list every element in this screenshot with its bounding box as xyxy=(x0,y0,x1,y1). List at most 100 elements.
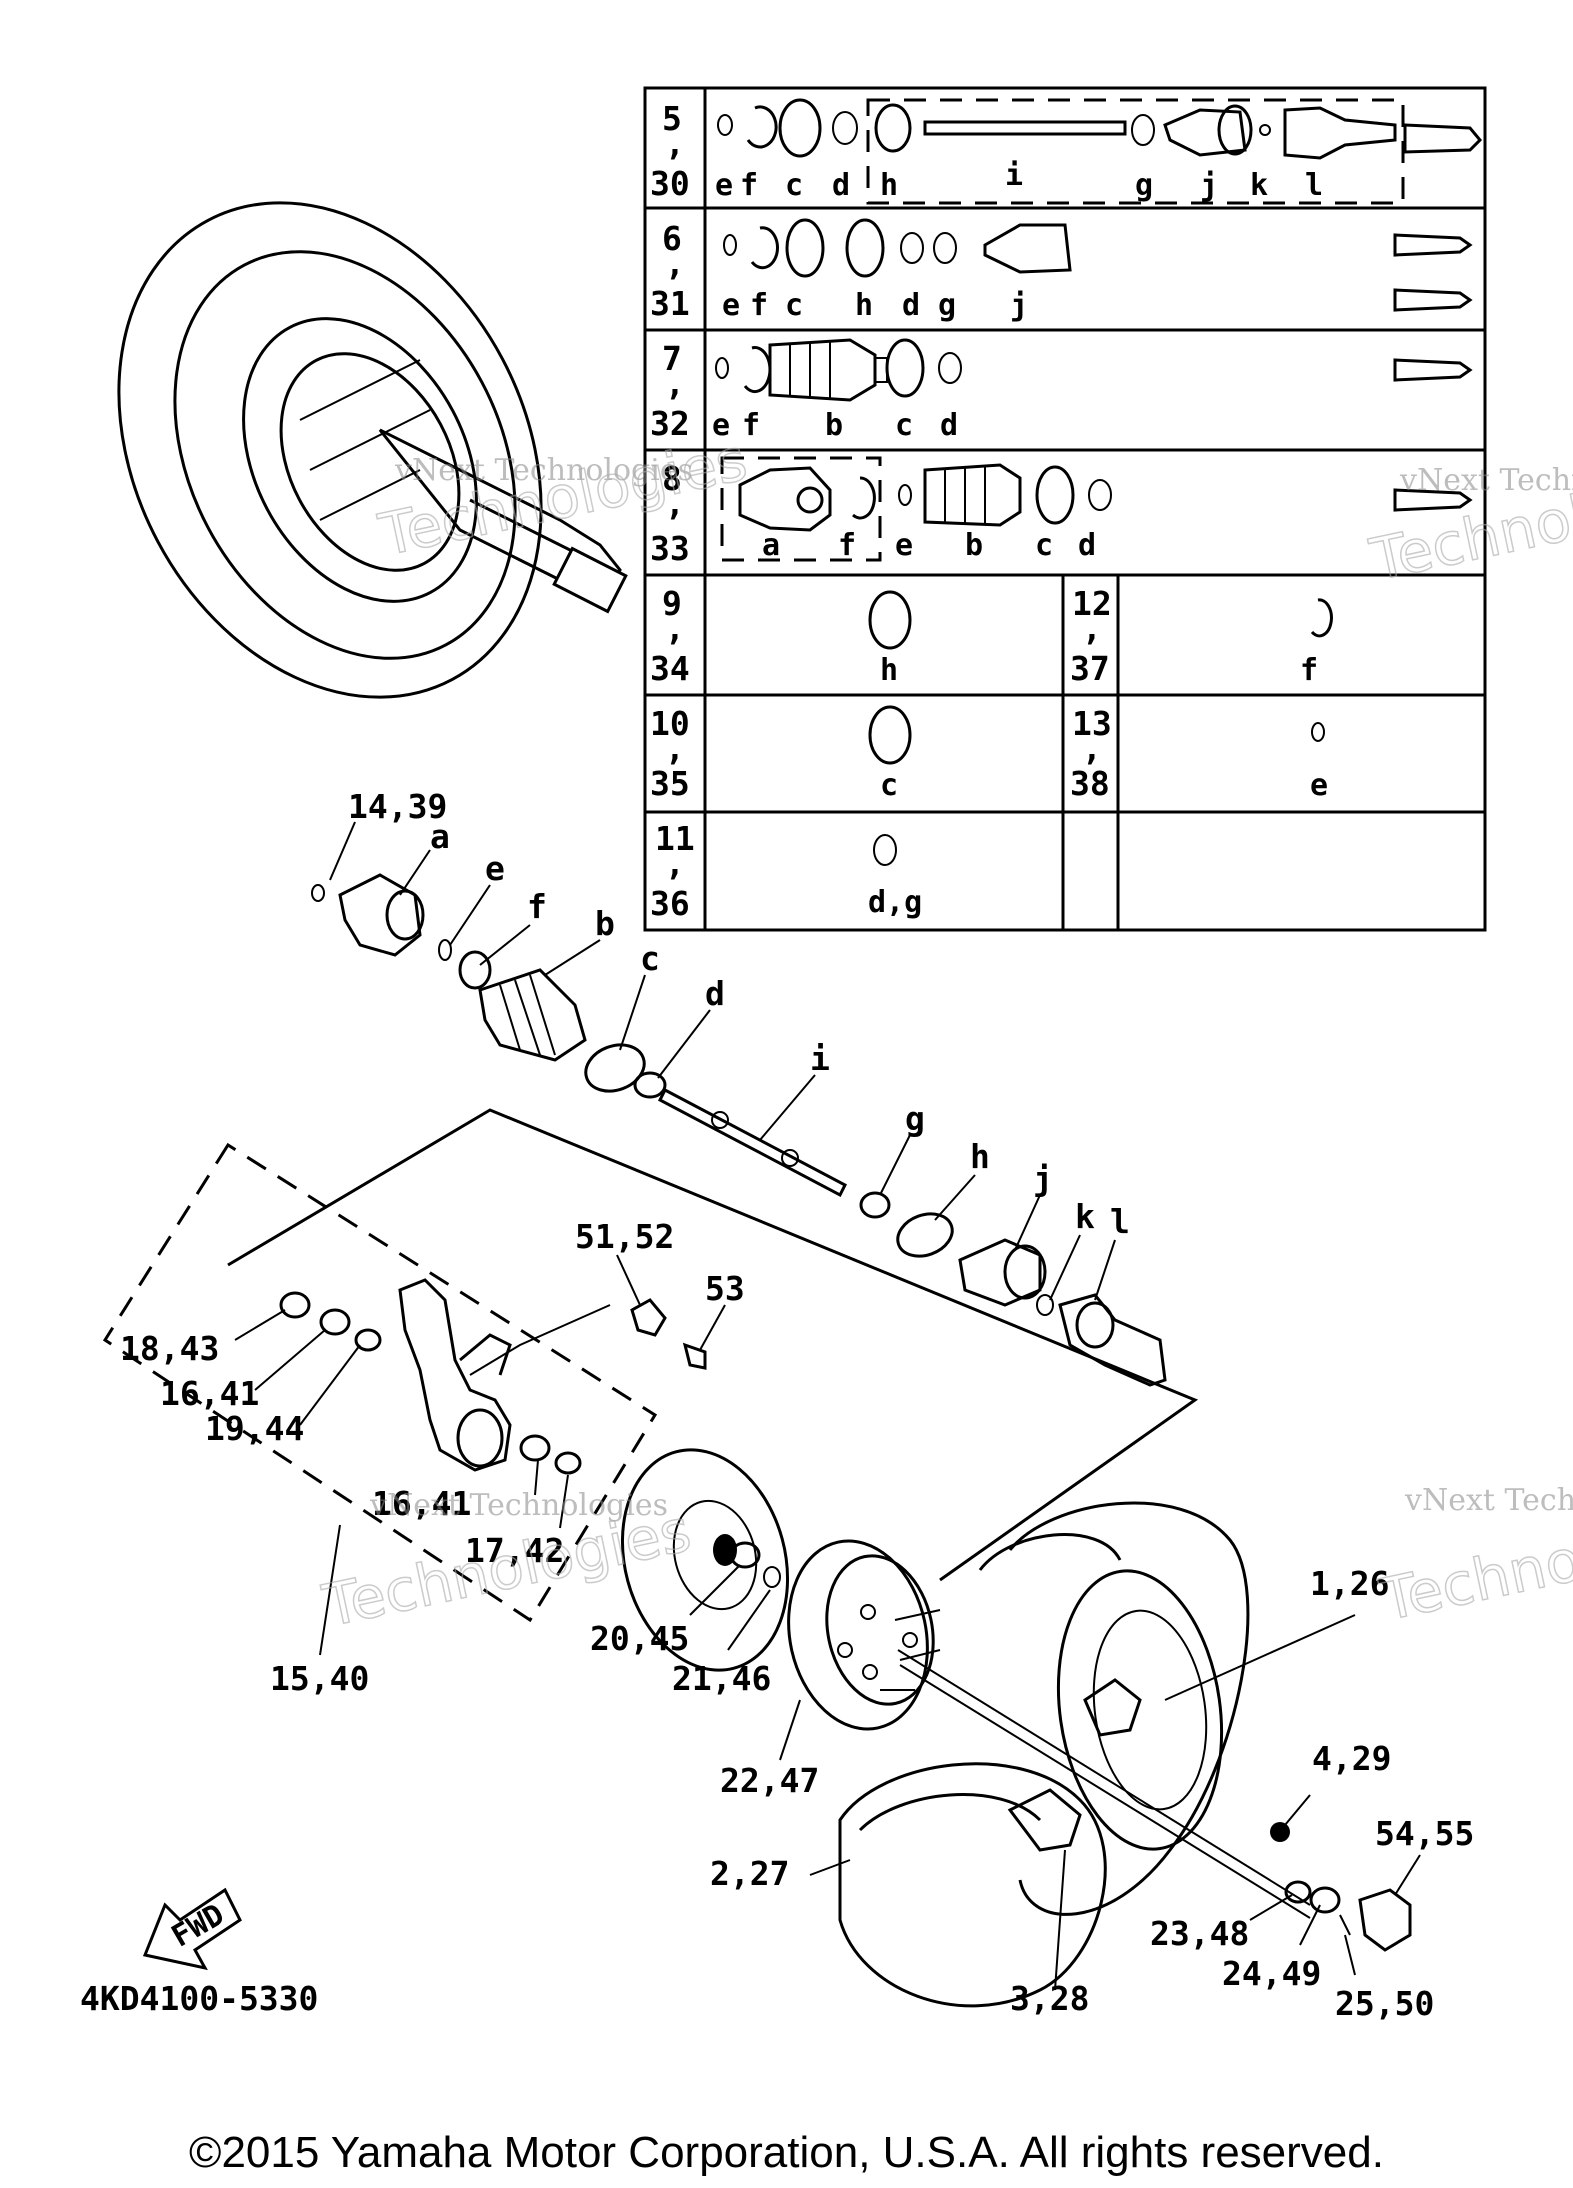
callout-54-55: 54,55 xyxy=(1375,1814,1474,1853)
watermark-text: vNext Technologies xyxy=(369,1488,668,1523)
table-row-ref-sep: , xyxy=(1082,729,1102,768)
callout-h: h xyxy=(970,1137,990,1176)
callout-e: e xyxy=(485,849,505,888)
table-letter: j xyxy=(1010,288,1028,323)
callout-18-43: 18,43 xyxy=(120,1329,219,1368)
table-letter: f xyxy=(838,528,856,563)
fwd-label: FWD xyxy=(166,1897,230,1954)
table-part-e xyxy=(1311,722,1325,742)
wheel-and-tire xyxy=(809,1501,1421,2008)
callout-16-41: 16,41 xyxy=(160,1374,259,1413)
table-row-ref-bottom: 30 xyxy=(650,164,690,203)
watermark-text: vNext Technologies xyxy=(394,453,693,488)
callout-l: l xyxy=(1110,1202,1130,1241)
callout-16-41-b: 16,41 xyxy=(372,1484,471,1523)
table-letter: i xyxy=(1005,158,1023,193)
table-letter: a xyxy=(762,528,780,563)
table-row-8-parts xyxy=(738,463,1473,532)
callout-14-39: 14,39 xyxy=(348,787,447,826)
callout-g: g xyxy=(905,1099,925,1138)
table-letter: j xyxy=(1200,168,1218,203)
table-row-ref-top: 12 xyxy=(1072,584,1112,623)
table-letter: c xyxy=(1035,528,1053,563)
table-letter: b xyxy=(825,408,843,443)
callout-17-42: 17,42 xyxy=(465,1531,564,1570)
table-row-ref-bottom: 38 xyxy=(1070,764,1110,803)
table-letter: g xyxy=(938,288,956,323)
callout-d: d xyxy=(705,974,725,1013)
table-row-ref-top: 9 xyxy=(662,584,682,623)
callout-25-50: 25,50 xyxy=(1335,1984,1434,2023)
table-row-ref-bottom: 33 xyxy=(650,529,690,568)
table-letter: d,g xyxy=(868,885,922,920)
table-row-ref-bottom: 32 xyxy=(650,404,690,443)
table-part-dg xyxy=(873,834,897,866)
callout-1-26: 1,26 xyxy=(1310,1564,1389,1603)
table-letter: d xyxy=(1078,528,1096,563)
callout-a: a xyxy=(430,817,450,856)
table-row-ref-bottom: 34 xyxy=(650,649,690,688)
watermark-text: vNext Technologies xyxy=(1399,463,1573,498)
table-letter: e xyxy=(1310,768,1328,803)
callout-20-45: 20,45 xyxy=(590,1619,689,1658)
callout-19-44: 19,44 xyxy=(205,1409,304,1448)
table-row-ref-sep: , xyxy=(665,844,685,883)
table-row-7-parts xyxy=(715,338,1473,402)
table-letter: e xyxy=(715,168,733,203)
table-letter: d xyxy=(902,288,920,323)
callout-3-28: 3,28 xyxy=(1010,1979,1089,2018)
table-row-ref-top: 7 xyxy=(662,339,682,378)
table-letter: h xyxy=(880,653,898,688)
table-letter: b xyxy=(965,528,983,563)
table-letter: g xyxy=(1135,168,1153,203)
callout-k: k xyxy=(1075,1197,1095,1236)
exploded-axle-parts xyxy=(311,821,1167,1387)
callout-15-40: 15,40 xyxy=(270,1659,369,1698)
callout-f: f xyxy=(527,887,547,926)
table-letter: h xyxy=(880,168,898,203)
table-letter: c xyxy=(880,768,898,803)
table-row-ref-top: 5 xyxy=(662,99,682,138)
diagram-code: 4KD4100-5330 xyxy=(80,1979,318,2018)
callout-21-46: 21,46 xyxy=(672,1659,771,1698)
table-row-ref-top: 8 xyxy=(662,459,682,498)
callout-c: c xyxy=(640,939,660,978)
table-row-ref-bottom: 35 xyxy=(650,764,690,803)
table-letter: c xyxy=(785,168,803,203)
table-row-ref-sep: , xyxy=(665,124,685,163)
table-row-ref-bottom: 36 xyxy=(650,884,690,923)
callout-22-47: 22,47 xyxy=(720,1761,819,1800)
callout-i: i xyxy=(810,1039,830,1078)
table-letter: l xyxy=(1305,168,1323,203)
table-row-ref-top: 6 xyxy=(662,219,682,258)
table-row-ref-sep: , xyxy=(1082,609,1102,648)
callout-j: j xyxy=(1033,1159,1053,1198)
callout-24-49: 24,49 xyxy=(1222,1954,1321,1993)
callout-4-29: 4,29 xyxy=(1312,1739,1391,1778)
table-letter: f xyxy=(740,168,758,203)
table-letter: e xyxy=(712,408,730,443)
table-row-ref-sep: , xyxy=(665,729,685,768)
table-row-ref-bottom: 31 xyxy=(650,284,690,323)
callout-51-52: 51,52 xyxy=(575,1217,674,1256)
callout-2-27: 2,27 xyxy=(710,1854,789,1893)
table-letter: f xyxy=(1300,653,1318,688)
table-part-h xyxy=(868,590,912,650)
watermark-text: vNext Technologies xyxy=(1404,1483,1573,1518)
assembled-wheel-illustration xyxy=(117,201,628,699)
table-row-ref-bottom: 37 xyxy=(1070,649,1110,688)
table-row-ref-sep: , xyxy=(665,364,685,403)
table-letter: f xyxy=(750,288,768,323)
callout-53: 53 xyxy=(705,1269,745,1308)
fwd-arrow-icon: FWD xyxy=(142,1887,242,1971)
table-row-ref-sep: , xyxy=(665,244,685,283)
table-part-f xyxy=(1310,598,1333,638)
table-letter: d xyxy=(832,168,850,203)
table-row-ref-top: 13 xyxy=(1072,704,1112,743)
table-letter: e xyxy=(722,288,740,323)
table-row-ref-sep: , xyxy=(665,484,685,523)
table-letter: c xyxy=(895,408,913,443)
table-letter: c xyxy=(785,288,803,323)
callout-b: b xyxy=(595,904,615,943)
